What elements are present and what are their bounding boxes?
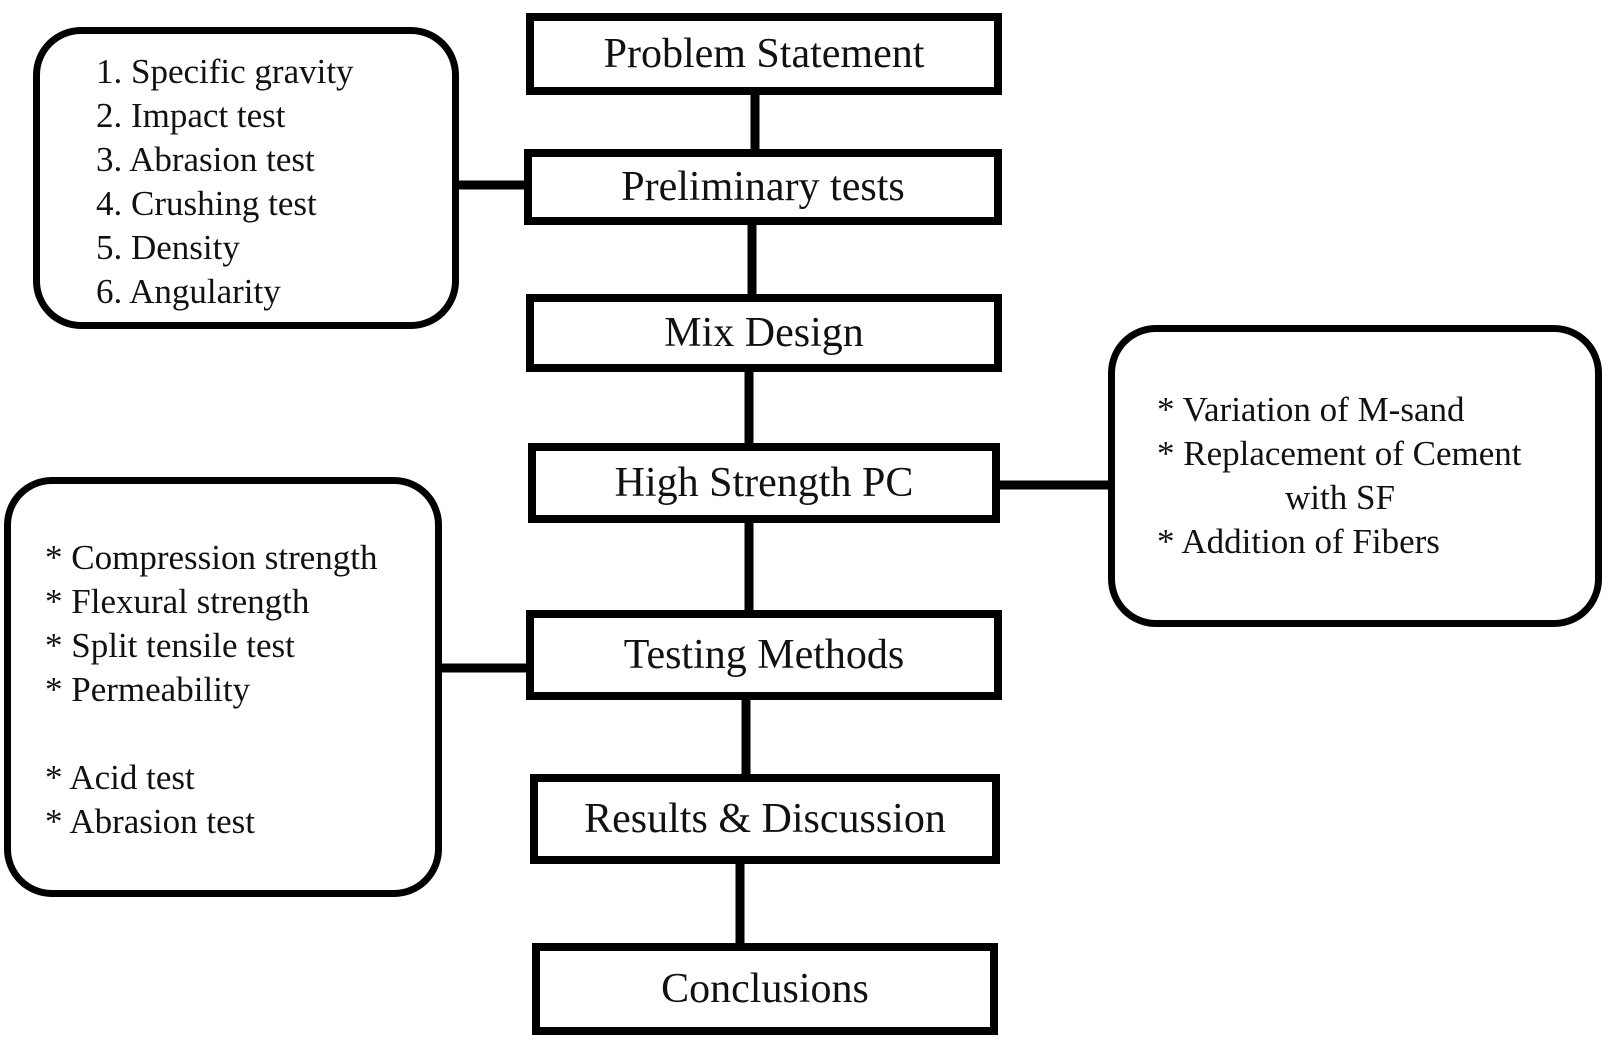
- preliminary-test-item: 4. Crushing test: [96, 184, 317, 223]
- testing-method-item: * Flexural strength: [45, 582, 310, 621]
- testing-method-item: * Split tensile test: [45, 626, 295, 665]
- preliminary-test-item: 6. Angularity: [96, 272, 281, 311]
- high-strength-item: * Addition of Fibers: [1157, 522, 1440, 561]
- testing-method-item: * Acid test: [45, 758, 195, 797]
- testing-method-item: * Permeability: [45, 670, 251, 709]
- high-strength-item-continuation: with SF: [1285, 478, 1395, 517]
- high-strength-item: * Variation of M-sand: [1157, 390, 1465, 429]
- preliminary-test-item: 5. Density: [96, 228, 240, 267]
- step-testing-methods: Testing Methods: [526, 610, 1002, 700]
- step-preliminary-tests: Preliminary tests: [524, 149, 1002, 225]
- testing-methods-list-box: * Compression strength * Flexural streng…: [4, 477, 442, 897]
- step-mix-design: Mix Design: [526, 294, 1002, 372]
- step-high-strength-pc: High Strength PC: [528, 443, 1000, 523]
- step-conclusions: Conclusions: [532, 943, 998, 1035]
- testing-method-item: * Compression strength: [45, 538, 378, 577]
- high-strength-pc-list-box: * Variation of M-sand * Replacement of C…: [1108, 325, 1602, 627]
- preliminary-tests-list-box: 1. Specific gravity 2. Impact test 3. Ab…: [33, 27, 459, 329]
- preliminary-test-item: 2. Impact test: [96, 96, 286, 135]
- high-strength-item: * Replacement of Cement: [1157, 434, 1522, 473]
- step-problem-statement: Problem Statement: [526, 13, 1002, 95]
- testing-method-item: * Abrasion test: [45, 802, 255, 841]
- preliminary-test-item: 1. Specific gravity: [96, 52, 354, 91]
- preliminary-test-item: 3. Abrasion test: [96, 140, 315, 179]
- step-results-discussion: Results & Discussion: [530, 774, 1000, 864]
